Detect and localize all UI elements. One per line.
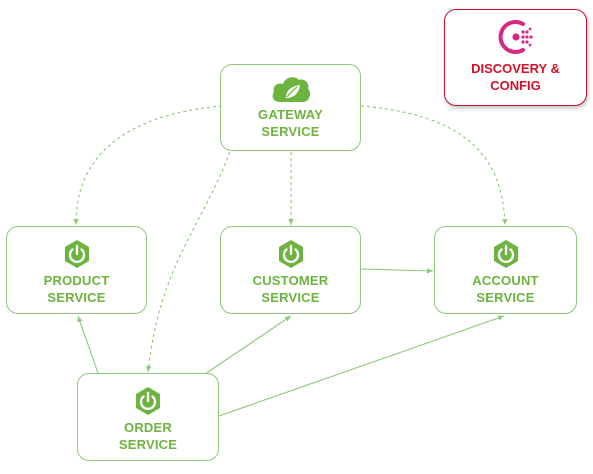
product-label-line2: SERVICE [47, 290, 106, 305]
customer-label-line1: CUSTOMER [252, 273, 329, 288]
gateway-service-node[interactable]: GATEWAY SERVICE [220, 64, 361, 151]
spring-boot-power-icon [493, 240, 518, 268]
edge-order-account [218, 315, 505, 417]
account-label-line1: ACCOUNT [472, 273, 539, 288]
discovery-config-node[interactable]: DISCOVERY & CONFIG [444, 9, 587, 106]
spring-boot-power-icon [64, 240, 89, 268]
edge-gateway-account [360, 105, 508, 226]
customer-service-node[interactable]: CUSTOMER SERVICE [220, 226, 361, 314]
edge-order-product [77, 315, 99, 374]
edge-order-customer [204, 315, 292, 375]
product-label-line1: PRODUCT [43, 273, 110, 288]
order-label-line1: ORDER [124, 420, 172, 435]
customer-label-line2: SERVICE [261, 290, 320, 305]
spring-cloud-icon [272, 77, 310, 102]
account-label-line2: SERVICE [476, 290, 535, 305]
order-service-node[interactable]: ORDER SERVICE [77, 373, 219, 461]
spring-boot-power-icon [136, 387, 160, 415]
gateway-label-line1: GATEWAY [258, 107, 323, 122]
consul-icon [498, 20, 533, 54]
discovery-label-line1: DISCOVERY & [471, 61, 560, 76]
discovery-label-line2: CONFIG [490, 78, 541, 93]
edge-customer-account [360, 268, 434, 274]
edge-gateway-order [146, 151, 231, 373]
spring-boot-power-icon [278, 240, 303, 268]
order-label-line2: SERVICE [118, 437, 178, 452]
product-service-node[interactable]: PRODUCT SERVICE [6, 226, 147, 314]
edge-gateway-product [73, 105, 223, 226]
account-service-node[interactable]: ACCOUNT SERVICE [434, 226, 577, 314]
gateway-label-line2: SERVICE [261, 124, 320, 139]
